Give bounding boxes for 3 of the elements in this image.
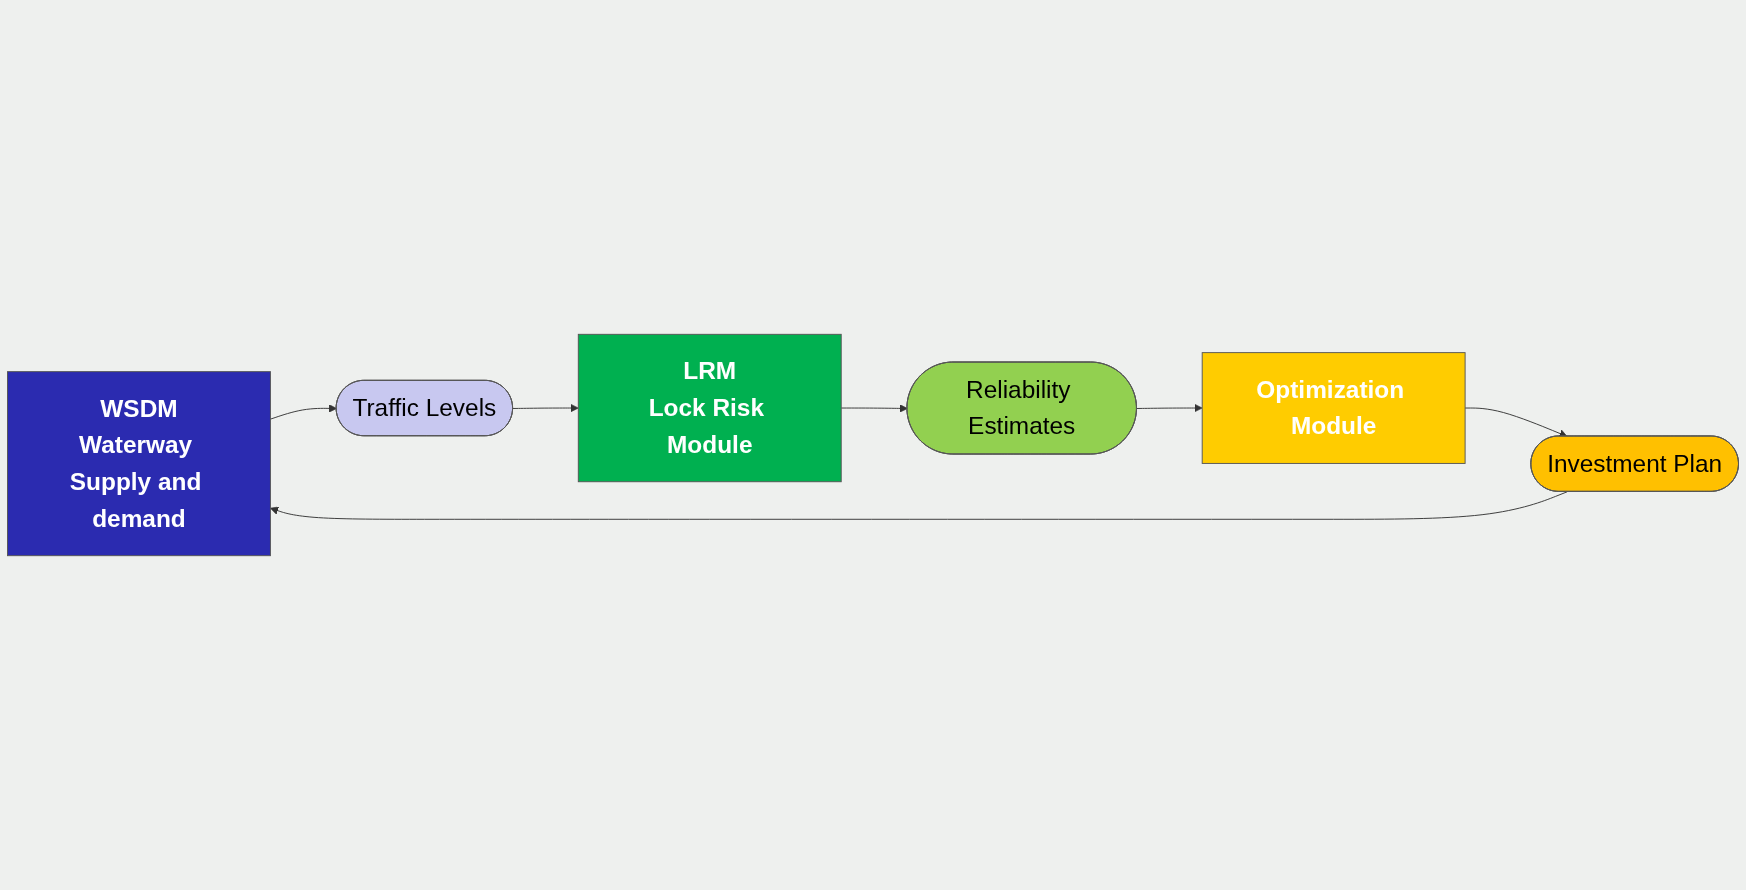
node-box: Optimization Module xyxy=(1201,352,1466,464)
node-box: LRM Lock Risk Module xyxy=(577,333,842,483)
node-box: WSDM Waterway Supply and demand xyxy=(7,371,271,557)
